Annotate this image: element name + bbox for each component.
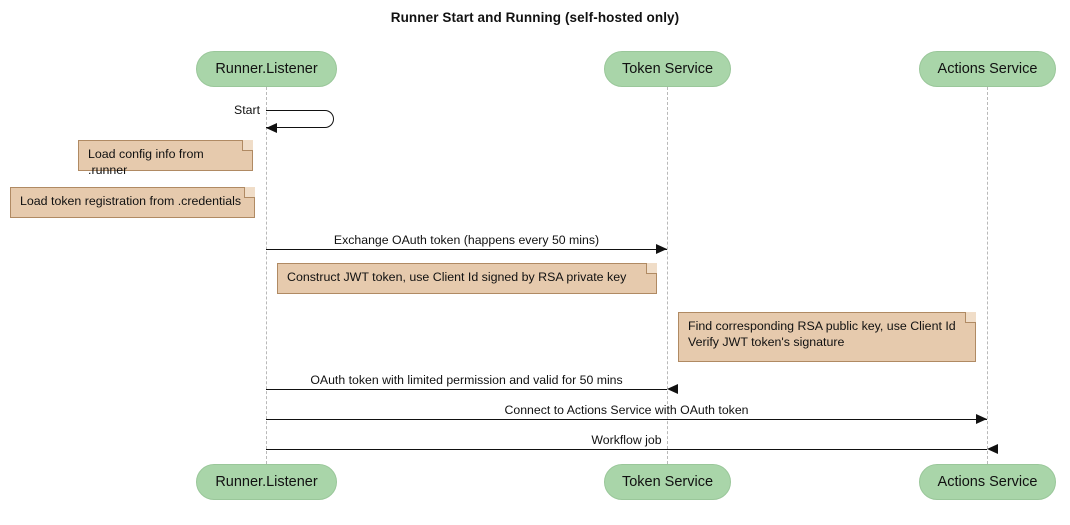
arrowhead-exchange-oauth-token: [656, 244, 667, 254]
lifeline-runner-listener: [266, 87, 267, 464]
note-load-config-info: Load config info from .runner: [78, 140, 253, 177]
note-construct-jwt-token: Construct JWT token, use Client Id signe…: [277, 263, 657, 294]
diagram-title: Runner Start and Running (self-hosted on…: [390, 10, 680, 25]
lifeline-actions-service: [987, 87, 988, 464]
message-label-connect-to-actions-service: Connect to Actions Service with OAuth to…: [504, 403, 749, 417]
message-label-workflow-job: Workflow job: [591, 433, 662, 447]
note-text-line: Load config info from .runner: [88, 147, 204, 177]
self-message-loop-start: [266, 110, 334, 128]
message-label-start: Start: [234, 103, 260, 117]
note-fold-icon: [244, 187, 255, 198]
note-fold-icon: [242, 140, 253, 151]
arrowhead-workflow-job: [987, 444, 998, 454]
participant-token-service-bottom[interactable]: Token Service: [604, 464, 731, 500]
lifeline-token-service: [667, 87, 668, 464]
message-line-oauth-token-response[interactable]: [266, 389, 667, 390]
participant-actions-service-top[interactable]: Actions Service: [919, 51, 1056, 87]
note-text-line: Construct JWT token, use Client Id signe…: [287, 270, 627, 284]
note-text-line: Load token registration from .credential…: [20, 194, 242, 208]
note-fold-icon: [965, 312, 976, 323]
participant-runner-listener-bottom[interactable]: Runner.Listener: [196, 464, 337, 500]
arrowhead-oauth-token-response: [667, 384, 678, 394]
note-fold-icon: [646, 263, 657, 274]
note-verify-jwt-signature: Find corresponding RSA public key, use C…: [678, 312, 976, 362]
message-label-oauth-token-response: OAuth token with limited permission and …: [310, 373, 623, 387]
arrowhead-connect-to-actions-service: [976, 414, 987, 424]
message-line-exchange-oauth-token[interactable]: [266, 249, 667, 250]
participant-token-service-top[interactable]: Token Service: [604, 51, 731, 87]
participant-actions-service-bottom[interactable]: Actions Service: [919, 464, 1056, 500]
message-line-workflow-job[interactable]: [266, 449, 987, 450]
note-load-token-registration: Load token registration from .credential…: [10, 187, 255, 218]
message-label-exchange-oauth-token: Exchange OAuth token (happens every 50 m…: [333, 233, 600, 247]
arrowhead-start: [266, 122, 277, 133]
note-text-line: Verify JWT token's signature: [688, 334, 845, 349]
note-text-line: Find corresponding RSA public key, use C…: [688, 319, 956, 333]
message-line-connect-to-actions-service[interactable]: [266, 419, 987, 420]
participant-runner-listener-top[interactable]: Runner.Listener: [196, 51, 337, 87]
